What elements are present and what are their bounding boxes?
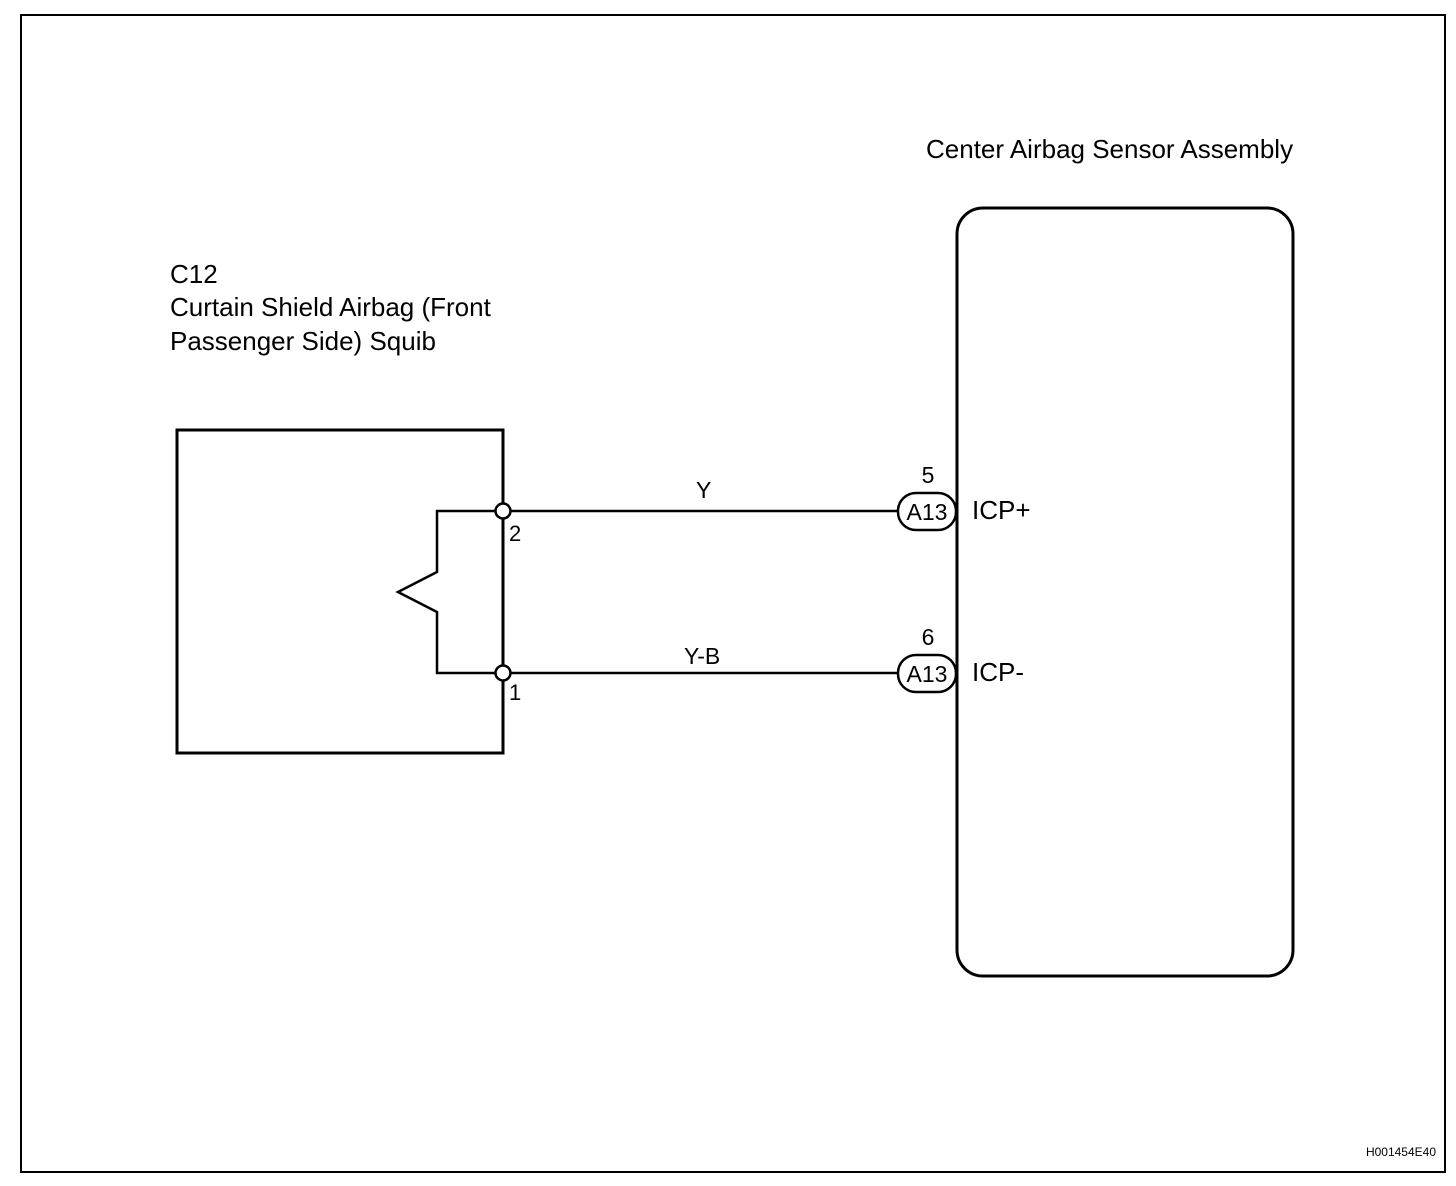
sensor-pin-6-label: 6 <box>922 624 935 650</box>
wire-y-color-label: Y <box>696 477 711 503</box>
squib-terminal-1 <box>494 664 512 682</box>
squib-name-line1: Curtain Shield Airbag (Front <box>170 292 492 322</box>
squib-box <box>175 428 505 755</box>
wire-y-b-color-label: Y-B <box>684 643 720 669</box>
signal-icp-plus: ICP+ <box>972 495 1031 525</box>
sensor-box <box>955 206 1295 978</box>
squib-igniter-symbol <box>395 509 503 675</box>
connector-a13-bottom <box>896 653 958 694</box>
squib-pin-2-label: 2 <box>509 521 521 546</box>
squib-name-line2: Passenger Side) Squib <box>170 326 436 356</box>
squib-pin-1-label: 1 <box>509 680 521 705</box>
figure-id: H001454E40 <box>1366 1145 1436 1159</box>
squib-code: C12 <box>170 259 218 289</box>
connector-a13-bottom-label: A13 <box>907 661 948 687</box>
signal-icp-minus: ICP- <box>972 657 1024 687</box>
connector-a13-top-label: A13 <box>907 499 948 525</box>
connector-a13-top <box>896 491 958 532</box>
sensor-pin-5-label: 5 <box>922 462 935 488</box>
squib-terminal-2 <box>494 502 512 520</box>
sensor-title: Center Airbag Sensor Assembly <box>926 134 1293 164</box>
diagram-frame <box>20 14 1446 1173</box>
